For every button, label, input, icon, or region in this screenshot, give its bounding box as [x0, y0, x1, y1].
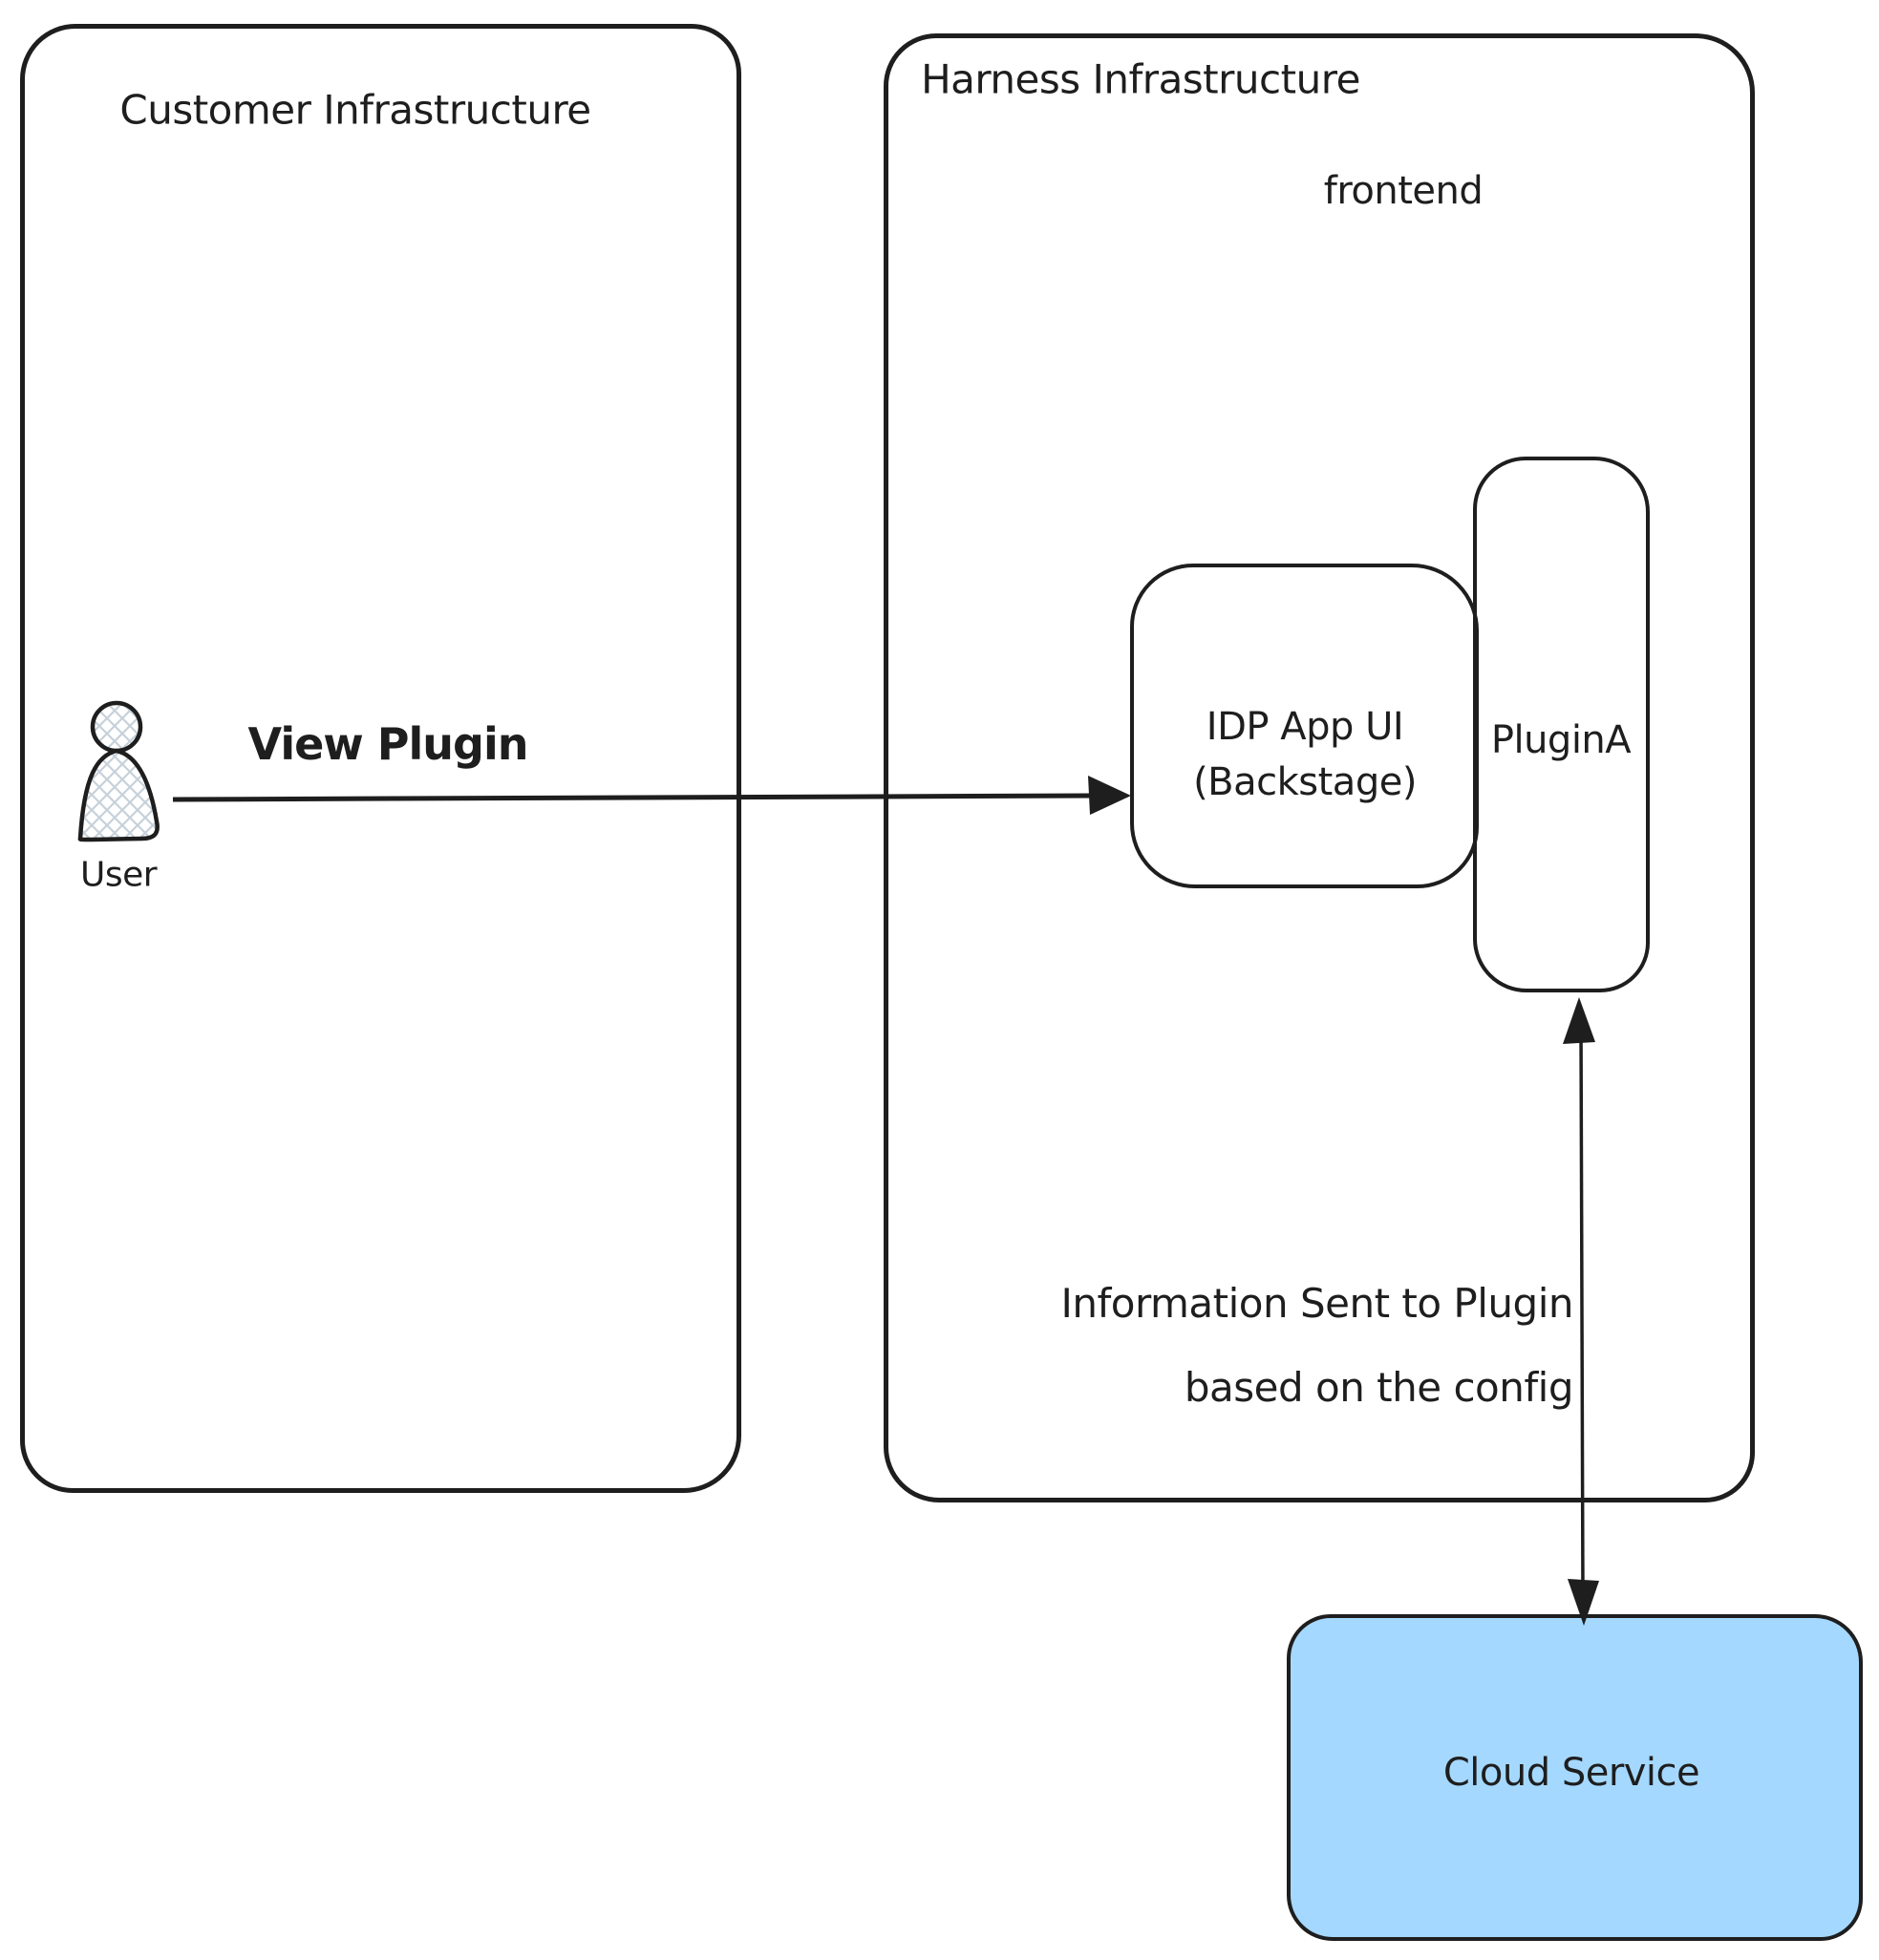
- info-sent-edge-label-line2: based on the config: [1184, 1364, 1574, 1412]
- plugin-a-label: PluginA: [1490, 718, 1632, 762]
- cloud-service-label: Cloud Service: [1442, 1751, 1700, 1795]
- user-actor-label: User: [79, 855, 158, 895]
- customer-infrastructure-container: [20, 24, 741, 1493]
- harness-infrastructure-title: Harness Infrastructure: [921, 55, 1360, 103]
- cloud-service-node: [1287, 1614, 1863, 1941]
- info-sent-edge-label: Information Sent to Plugin based on the …: [1061, 1280, 1574, 1413]
- idp-app-ui-label-line2: (Backstage): [1193, 760, 1417, 804]
- idp-app-ui-label: IDP App UI (Backstage): [1193, 699, 1417, 810]
- frontend-zone-label: frontend: [1323, 169, 1484, 213]
- view-plugin-edge-label: View Plugin: [247, 718, 529, 770]
- info-sent-edge-label-line1: Information Sent to Plugin: [1060, 1280, 1574, 1327]
- idp-app-ui-node: [1130, 564, 1479, 888]
- idp-app-ui-label-line1: IDP App UI: [1206, 705, 1404, 749]
- customer-infrastructure-title: Customer Infrastructure: [119, 86, 591, 134]
- harness-infrastructure-container: [884, 33, 1755, 1502]
- plugin-a-node: [1473, 457, 1650, 992]
